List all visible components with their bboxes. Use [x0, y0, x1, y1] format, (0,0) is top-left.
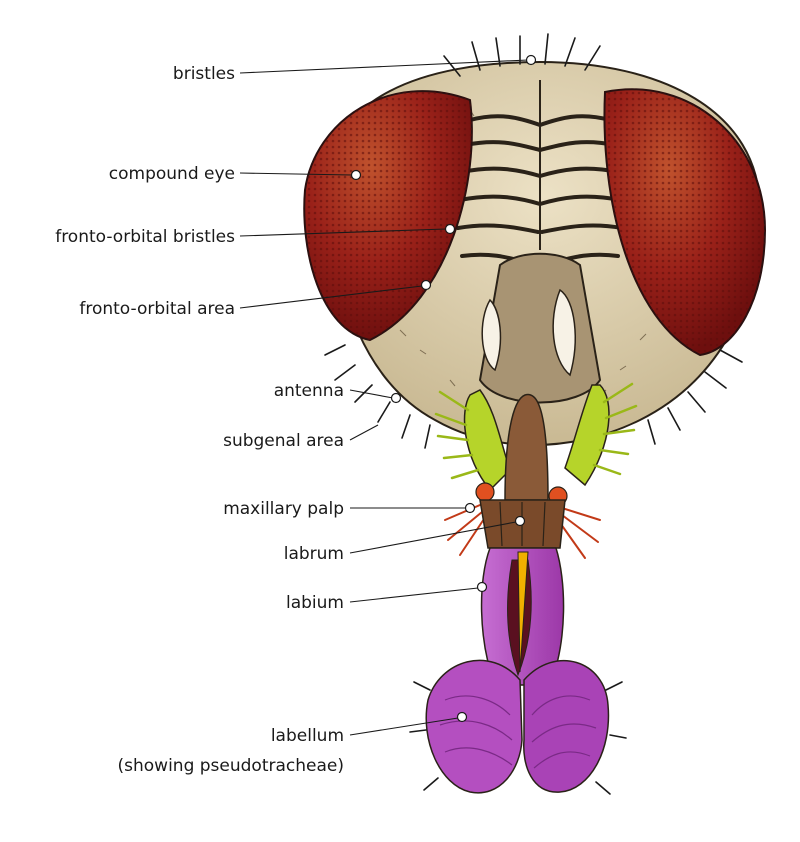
leader-lines: [239, 54, 537, 736]
labrum-pointer: [514, 515, 526, 527]
labium: [480, 547, 565, 686]
label-compound-eye: compound eye: [109, 164, 235, 184]
label-labrum: labrum: [284, 544, 344, 564]
right-antenna: [564, 382, 638, 487]
fronto-orbital-bristles-pointer: [444, 223, 456, 235]
left-compound-eye: [303, 90, 473, 342]
compound-eye-pointer: [350, 169, 362, 181]
labium-pointer: [476, 581, 488, 593]
head-bristles: [324, 33, 743, 449]
antenna-pointer: [390, 392, 402, 404]
face: [478, 252, 602, 404]
maxillary-palp-pointer: [464, 502, 476, 514]
labels: bristles compound eye fronto-orbital bri…: [55, 64, 344, 776]
label-fronto-orbital-area: fronto-orbital area: [79, 299, 235, 319]
right-compound-eye: [603, 88, 767, 357]
label-subgenal-area: subgenal area: [223, 431, 344, 451]
labellum-pointer: [456, 711, 468, 723]
label-fronto-orbital-bristles: fronto-orbital bristles: [55, 227, 235, 247]
label-labellum: labellum: [271, 726, 344, 746]
label-maxillary-palp: maxillary palp: [223, 499, 344, 519]
label-labium: labium: [286, 593, 344, 613]
labellum: [409, 659, 627, 795]
bristles-pointer: [525, 54, 537, 66]
label-bristles: bristles: [173, 64, 235, 84]
left-antenna: [434, 389, 511, 492]
fronto-orbital-area-pointer: [420, 279, 432, 291]
label-labellum-detail: (showing pseudotracheae): [118, 756, 345, 776]
label-antenna: antenna: [274, 381, 344, 401]
